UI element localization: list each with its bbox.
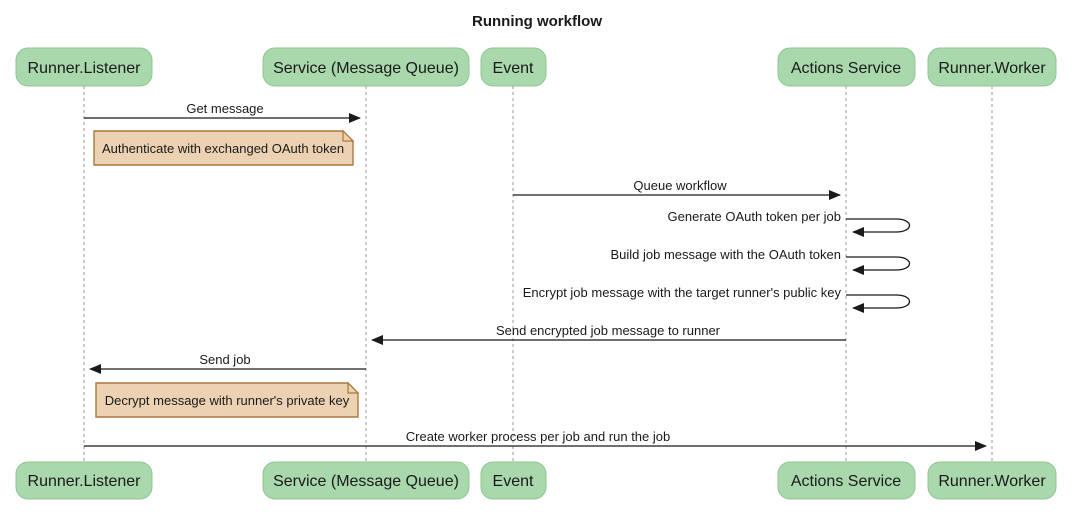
- message-label: Generate OAuth token per job: [668, 209, 841, 224]
- message-label: Queue workflow: [633, 178, 727, 193]
- diagram-title: Running workflow: [472, 13, 602, 30]
- message-label: Get message: [186, 101, 263, 116]
- actor-label: Actions Service: [791, 473, 901, 490]
- self-message-build-job-message: Build job message with the OAuth token: [610, 247, 911, 275]
- participant-bottom-runner-worker: Runner.Worker: [927, 461, 1057, 500]
- participant-bottom-actions-service: Actions Service: [777, 461, 916, 500]
- participant-top-runner-worker: Runner.Worker: [927, 47, 1057, 87]
- note-shape: [93, 130, 354, 166]
- actor-box: [15, 47, 153, 87]
- self-arrow: [846, 256, 911, 275]
- actor-label: Event: [493, 60, 534, 77]
- actor-box: [262, 47, 470, 87]
- actor-box: [262, 461, 470, 500]
- participant-top-runner-listener: Runner.Listener: [15, 47, 153, 87]
- actor-box: [480, 47, 547, 87]
- actor-label: Actions Service: [791, 60, 901, 77]
- self-arrow: [846, 218, 911, 237]
- participant-top-event: Event: [480, 47, 547, 87]
- message-label: Create worker process per job and run th…: [406, 429, 670, 444]
- message-send-job: Send job: [89, 352, 366, 374]
- note-label: Authenticate with exchanged OAuth token: [102, 141, 344, 156]
- note-authenticate: Authenticate with exchanged OAuth token: [93, 129, 355, 166]
- message-get-message: Get message: [84, 101, 361, 123]
- actor-label: Runner.Worker: [938, 60, 1046, 77]
- participant-top-actions-service: Actions Service: [777, 47, 916, 87]
- self-arrow: [846, 294, 911, 313]
- actor-label: Runner.Worker: [938, 473, 1046, 490]
- note-fold-icon: [342, 129, 355, 142]
- note-label: Decrypt message with runner's private ke…: [105, 393, 350, 408]
- participant-bottom-runner-listener: Runner.Listener: [15, 461, 153, 500]
- actor-box: [927, 461, 1057, 500]
- message-queue-workflow: Queue workflow: [513, 178, 841, 200]
- note-shape: [95, 382, 359, 418]
- actor-box: [480, 461, 547, 500]
- participant-bottom-service-message-queue: Service (Message Queue): [262, 461, 470, 500]
- actor-label: Service (Message Queue): [273, 473, 459, 490]
- message-create-worker-process: Create worker process per job and run th…: [84, 429, 987, 451]
- message-label: Send encrypted job message to runner: [496, 323, 721, 338]
- participant-top-service-message-queue: Service (Message Queue): [262, 47, 470, 87]
- actor-label: Runner.Listener: [28, 60, 142, 77]
- self-message-encrypt-job-message: Encrypt job message with the target runn…: [523, 285, 911, 313]
- self-message-generate-oauth-token: Generate OAuth token per job: [668, 209, 911, 237]
- actor-label: Event: [493, 473, 534, 490]
- note-decrypt: Decrypt message with runner's private ke…: [95, 381, 360, 418]
- actor-label: Runner.Listener: [28, 473, 142, 490]
- message-label: Encrypt job message with the target runn…: [523, 285, 842, 300]
- actor-label: Service (Message Queue): [273, 60, 459, 77]
- actor-box: [15, 461, 153, 500]
- message-label: Send job: [199, 352, 250, 367]
- actor-box: [777, 47, 916, 87]
- participant-bottom-event: Event: [480, 461, 547, 500]
- message-label: Build job message with the OAuth token: [610, 247, 841, 262]
- actor-box: [927, 47, 1057, 87]
- message-send-encrypted-job-message: Send encrypted job message to runner: [371, 323, 846, 345]
- actor-box: [777, 461, 916, 500]
- note-fold-icon: [347, 381, 360, 394]
